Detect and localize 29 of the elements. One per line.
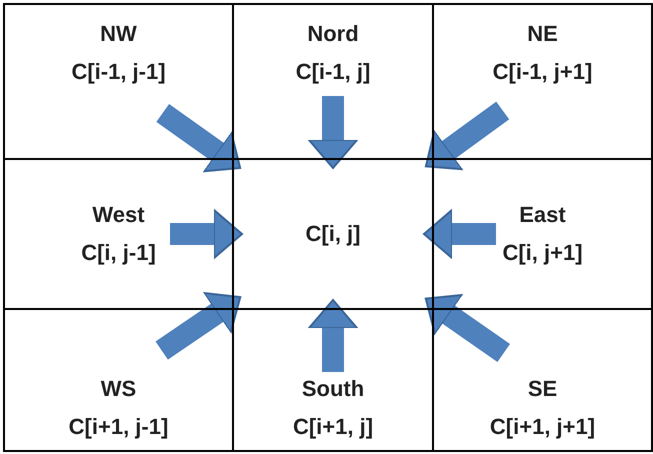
cell-heading: NE — [527, 20, 558, 48]
cell-index: C[i-1, j+1] — [492, 58, 592, 86]
cell-heading: East — [519, 201, 566, 229]
block-arrow — [423, 209, 496, 259]
block-arrow — [308, 96, 358, 169]
corner-cell — [3, 3, 234, 160]
block-arrow — [156, 104, 242, 172]
cell-index: C[i+1, j-1] — [68, 413, 168, 441]
cell-index: C[i+1, j] — [292, 413, 374, 441]
cell-heading: West — [92, 201, 145, 229]
cell-heading: SE — [528, 375, 558, 403]
block-arrow — [308, 299, 358, 372]
cell-index: C[i+1, j+1] — [490, 413, 596, 441]
block-arrow — [170, 209, 243, 259]
cell-index: C[i, j+1] — [502, 239, 583, 267]
block-arrow — [156, 292, 242, 360]
cell-index: C[i, j-1] — [81, 239, 156, 267]
cell-heading: WS — [100, 375, 136, 403]
cell-index: C[i, j] — [306, 220, 360, 248]
cell-heading: NW — [100, 20, 137, 48]
corner-cell — [432, 308, 653, 452]
cell-index: C[i-1, j] — [296, 58, 370, 86]
corner-cell — [3, 308, 234, 452]
corner-cell — [432, 3, 653, 160]
block-arrow — [424, 294, 510, 362]
cell-index: C[i-1, j-1] — [71, 58, 166, 86]
block-arrow — [424, 102, 510, 170]
cell-heading: South — [302, 375, 364, 403]
cell-heading: Nord — [307, 20, 359, 48]
